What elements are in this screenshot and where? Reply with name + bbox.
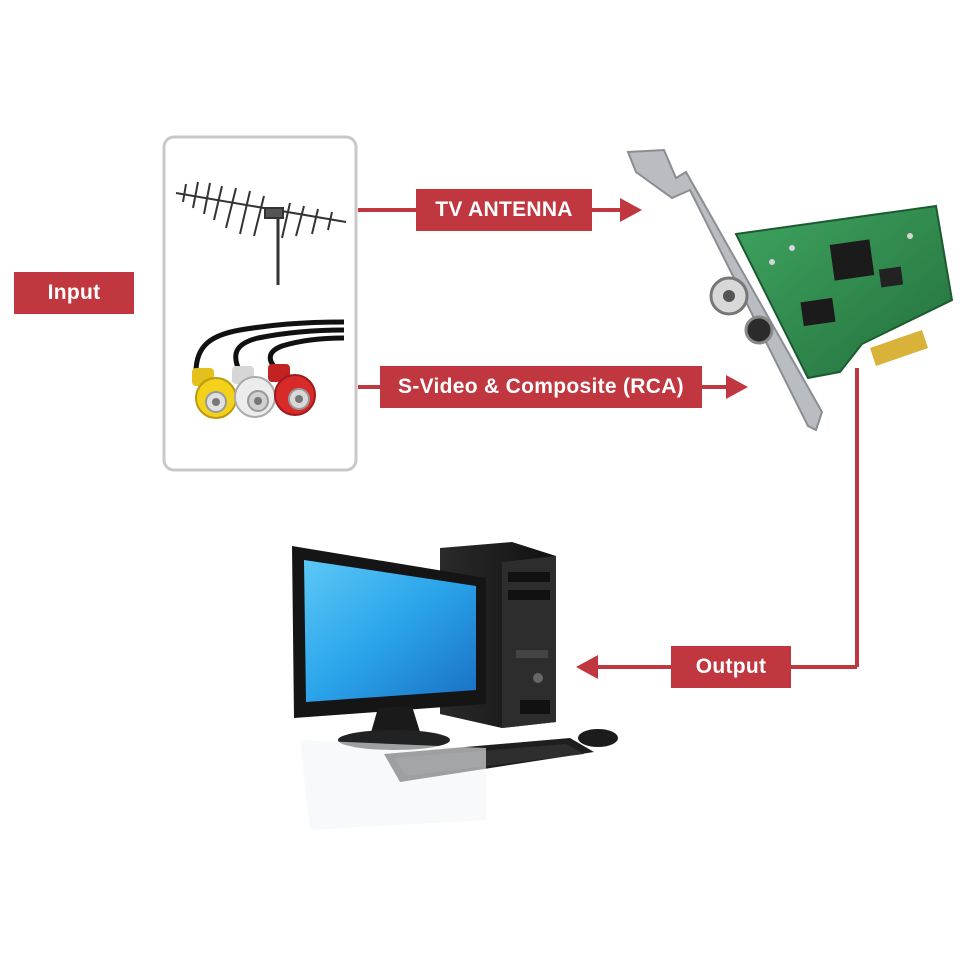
- input-label: Input: [14, 272, 134, 314]
- desktop-computer-icon: [292, 542, 618, 830]
- capture-card-icon: [626, 148, 954, 432]
- tv-antenna-icon: [175, 181, 347, 285]
- svideo-connector-arrow: [358, 375, 748, 399]
- antenna-connector-arrow: [358, 198, 642, 222]
- input-source-box: [162, 135, 358, 472]
- output-label: Output: [671, 646, 791, 688]
- rca-cable-icon: [192, 319, 345, 419]
- svideo-composite-label: S-Video & Composite (RCA): [380, 366, 702, 408]
- tv-antenna-label: TV ANTENNA: [416, 189, 592, 231]
- output-connector-arrow: [576, 368, 859, 679]
